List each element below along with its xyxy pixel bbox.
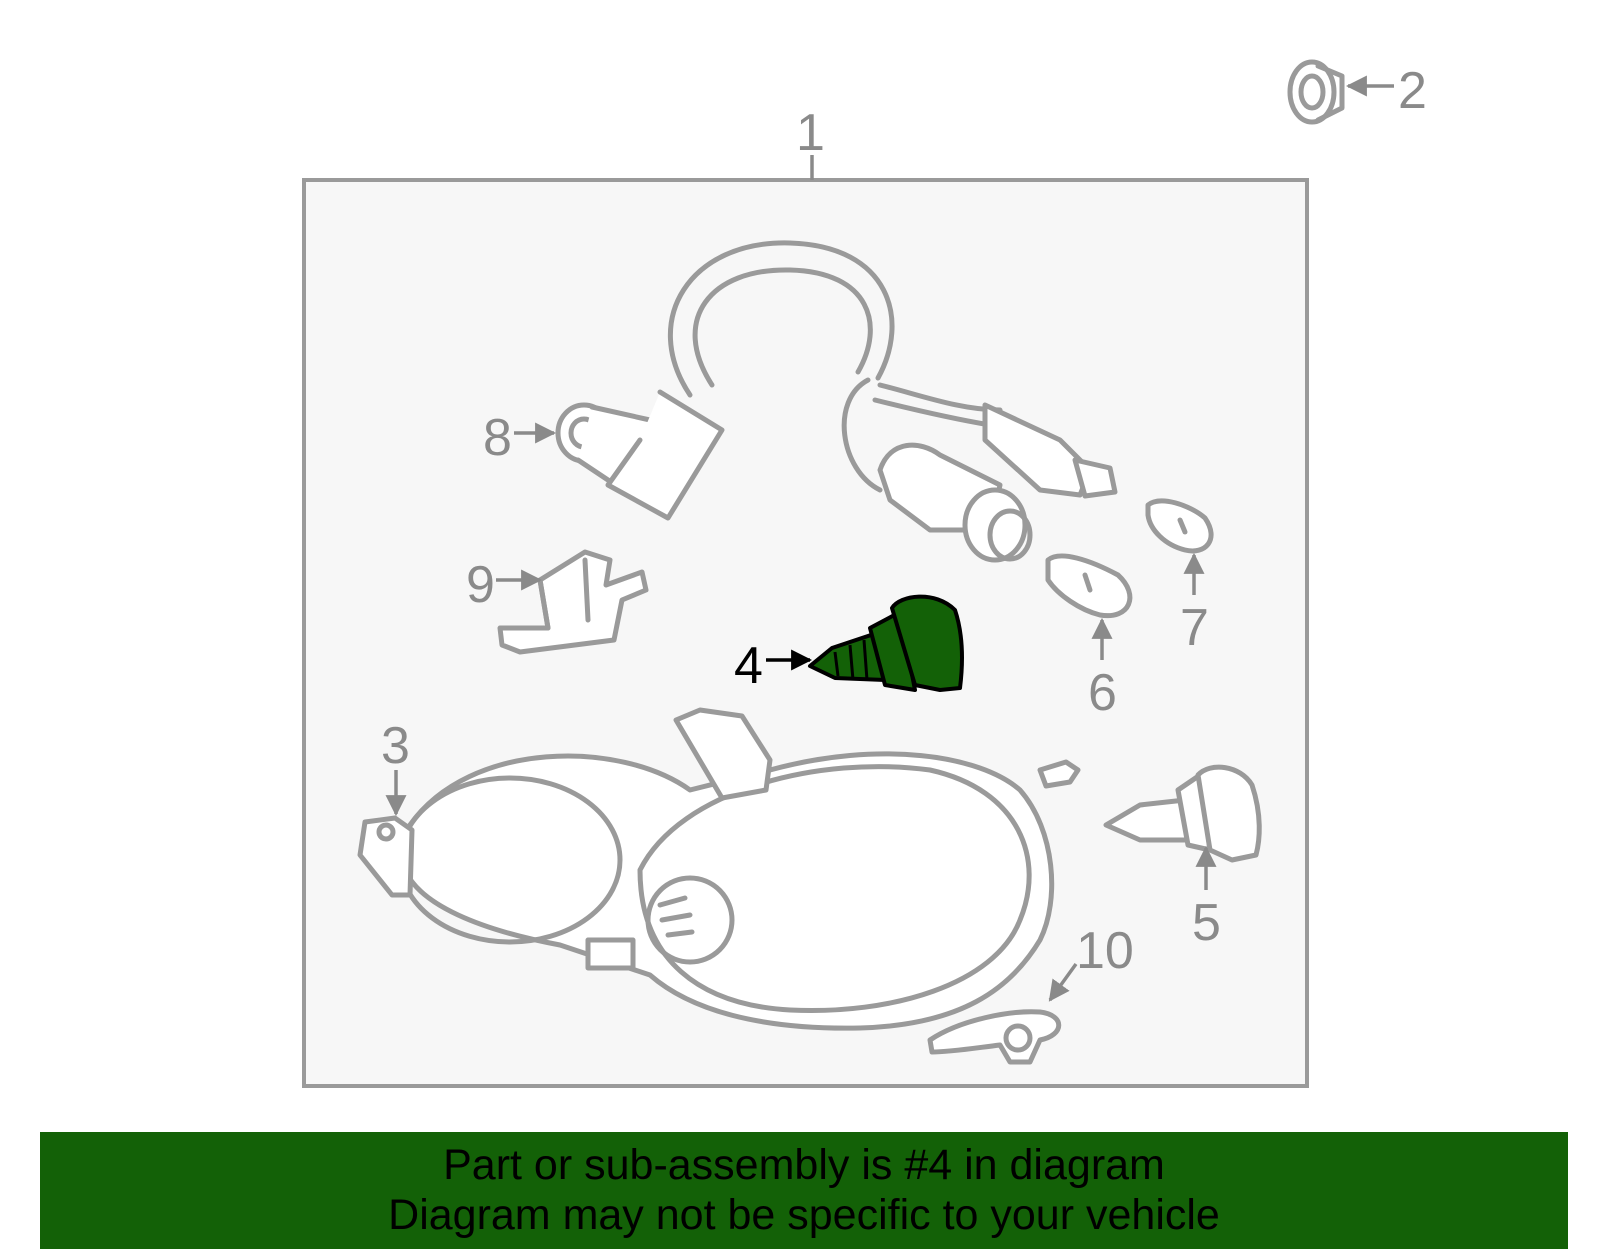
callout-10[interactable]: 10 [1076,922,1134,980]
wiring-harness-icon [555,240,1118,563]
callout-4[interactable]: 4 [734,637,763,695]
callout-5[interactable]: 5 [1192,894,1221,952]
callout-6[interactable]: 6 [1088,664,1117,722]
side-marker-bulb-icon [1045,553,1133,619]
callout-2[interactable]: 2 [1398,62,1427,120]
callout-8[interactable]: 8 [483,409,512,467]
clip-icon [1287,59,1345,125]
callout-9[interactable]: 9 [466,556,495,614]
headlamp-bulb-highlighted-icon[interactable] [808,594,965,692]
banner-line-2: Diagram may not be specific to your vehi… [388,1191,1220,1239]
high-beam-bulb-icon [1103,764,1262,863]
callout-1[interactable]: 1 [796,104,825,162]
wedge-bulb-icon [1145,498,1214,554]
adjuster-icon [927,1009,1062,1065]
banner-line-1: Part or sub-assembly is #4 in diagram [443,1141,1165,1189]
callout-3[interactable]: 3 [381,717,410,775]
headlamp-housing-icon [357,707,1081,1031]
info-banner: Part or sub-assembly is #4 in diagram Di… [40,1132,1568,1249]
callout-7[interactable]: 7 [1180,599,1209,657]
